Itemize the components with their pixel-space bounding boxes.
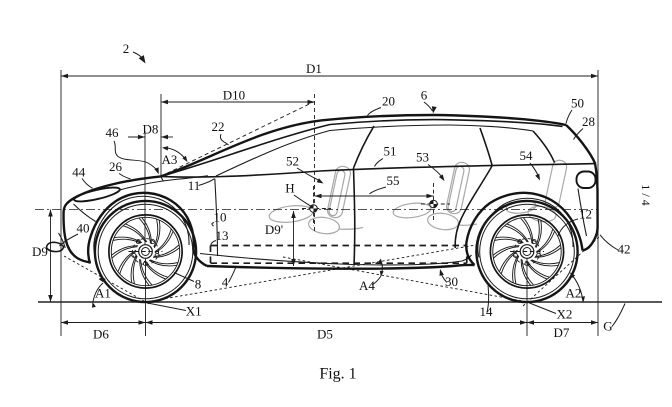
- svg-text:14: 14: [480, 304, 494, 319]
- svg-text:Fig. 1: Fig. 1: [319, 366, 356, 383]
- svg-text:D10: D10: [223, 88, 245, 103]
- svg-text:10: 10: [214, 210, 227, 225]
- svg-text:52: 52: [286, 154, 299, 169]
- svg-text:4: 4: [222, 275, 229, 290]
- svg-text:6: 6: [421, 88, 428, 103]
- svg-text:D5: D5: [317, 327, 333, 342]
- svg-text:A4: A4: [359, 278, 375, 293]
- svg-text:30: 30: [445, 274, 458, 289]
- svg-text:50: 50: [571, 96, 584, 111]
- svg-text:40: 40: [77, 221, 90, 236]
- svg-text:13: 13: [216, 228, 229, 243]
- svg-text:11: 11: [188, 178, 201, 193]
- svg-text:D9': D9': [265, 222, 283, 237]
- svg-text:X2: X2: [557, 307, 573, 322]
- svg-text:42: 42: [618, 242, 631, 257]
- svg-text:53: 53: [416, 150, 429, 165]
- svg-text:51: 51: [384, 144, 397, 159]
- svg-text:D7: D7: [554, 325, 570, 340]
- svg-text:D6: D6: [93, 327, 109, 342]
- svg-text:26: 26: [109, 159, 123, 174]
- svg-text:20: 20: [382, 94, 395, 109]
- svg-text:D1: D1: [306, 61, 322, 76]
- svg-text:1 / 4: 1 / 4: [639, 184, 653, 205]
- svg-text:G: G: [603, 319, 612, 334]
- svg-text:2: 2: [123, 41, 130, 56]
- svg-text:46: 46: [106, 125, 120, 140]
- svg-text:8: 8: [195, 277, 202, 292]
- svg-text:A2: A2: [566, 286, 582, 301]
- svg-text:44: 44: [72, 165, 86, 180]
- svg-text:28: 28: [582, 114, 595, 129]
- svg-text:D9: D9: [32, 244, 48, 259]
- svg-text:X1: X1: [186, 304, 202, 319]
- svg-text:22: 22: [212, 119, 225, 134]
- svg-text:55: 55: [387, 173, 400, 188]
- svg-text:54: 54: [520, 148, 534, 163]
- svg-text:H: H: [285, 181, 294, 196]
- svg-text:D8: D8: [143, 122, 159, 137]
- svg-text:A3: A3: [162, 152, 178, 167]
- svg-text:A1: A1: [95, 286, 111, 301]
- svg-text:12: 12: [579, 207, 592, 222]
